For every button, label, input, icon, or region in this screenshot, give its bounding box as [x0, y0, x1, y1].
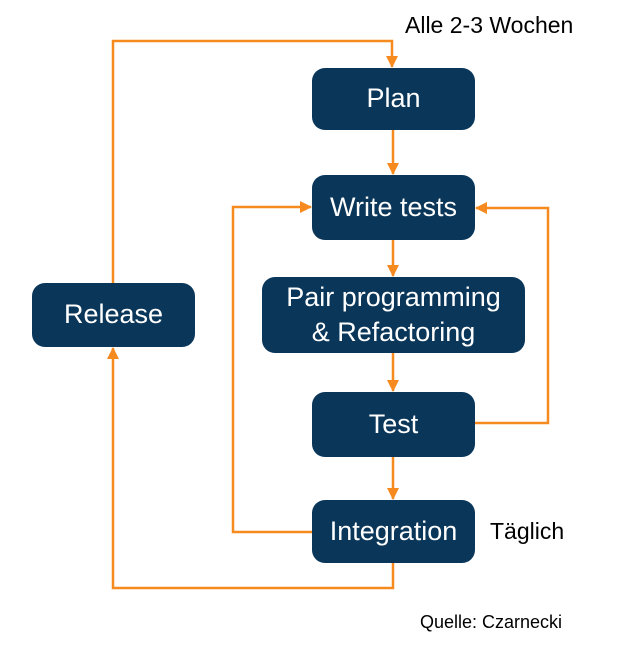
- edge-integration-to-release: [107, 347, 395, 590]
- node-plan-label: Plan: [366, 83, 421, 114]
- source-credit: Quelle: Czarnecki: [420, 612, 563, 632]
- edge-integration-to-write-tests-loop: [231, 201, 312, 534]
- node-integration-label: Integration: [329, 515, 458, 546]
- node-pair-programming: Pair programming & Refactoring: [262, 277, 525, 353]
- node-write-tests: Write tests: [312, 175, 475, 240]
- node-integration: Integration: [312, 500, 475, 563]
- node-release-label: Release: [63, 299, 164, 330]
- edge-test-to-write-tests-loop: [475, 202, 550, 425]
- node-plan: Plan: [312, 68, 475, 130]
- node-write-tests-label: Write tests: [329, 191, 458, 222]
- node-test: Test: [312, 392, 475, 457]
- cycle-duration-label: Alle 2-3 Wochen: [405, 12, 574, 38]
- edge-release-to-plan-cycle: [111, 39, 398, 283]
- node-pair-programming-label: Pair programming & Refactoring: [286, 281, 501, 347]
- node-test-label: Test: [368, 408, 419, 439]
- node-release: Release: [32, 283, 195, 347]
- daily-label: Täglich: [490, 518, 565, 544]
